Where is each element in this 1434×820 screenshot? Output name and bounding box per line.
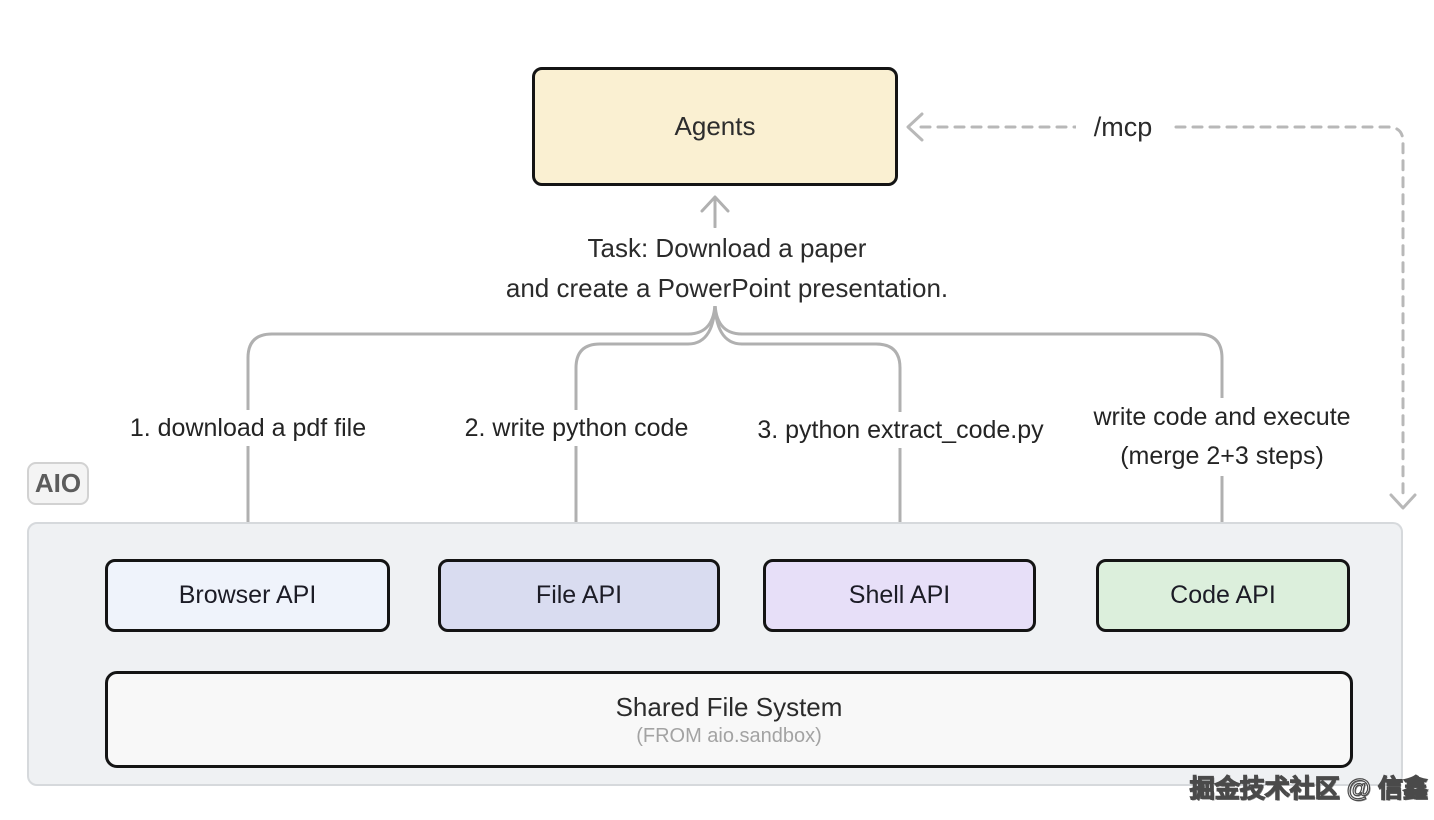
shell-api-node: Shell API (763, 559, 1036, 632)
aio-badge: AIO (27, 462, 89, 505)
shared-file-system-node: Shared File System (FROM aio.sandbox) (105, 671, 1353, 768)
file-api-node: File API (438, 559, 720, 632)
browser-api-label: Browser API (178, 581, 317, 609)
branch-label-4-line-1: write code and execute (1093, 403, 1351, 431)
branch-label-write-python: 2. write python code (433, 410, 720, 446)
branch-label-write-and-execute: write code and execute (merge 2+3 steps) (1062, 398, 1382, 476)
agents-node: Agents (532, 67, 898, 186)
mcp-endpoint-label: /mcp (1076, 109, 1170, 145)
up-arrowhead-icon (700, 195, 730, 213)
code-api-node: Code API (1096, 559, 1350, 632)
shared-fs-title: Shared File System (615, 691, 843, 722)
code-api-label: Code API (1170, 581, 1276, 609)
down-arrowhead-icon (1389, 493, 1417, 510)
browser-api-node: Browser API (105, 559, 390, 632)
task-line-1: Task: Download a paper (587, 233, 867, 263)
file-api-label: File API (535, 581, 623, 609)
task-description: Task: Download a paper and create a Powe… (400, 228, 1054, 306)
watermark: 掘金技术社区 @ 信鑫 (1189, 774, 1428, 803)
shared-fs-subtitle: (FROM aio.sandbox) (636, 724, 822, 747)
branch-label-4-line-2: (merge 2+3 steps) (1120, 442, 1324, 470)
branch-label-run-extract: 3. python extract_code.py (726, 412, 1075, 448)
task-line-2: and create a PowerPoint presentation. (505, 273, 949, 303)
agents-node-label: Agents (674, 111, 756, 141)
shell-api-label: Shell API (848, 581, 951, 609)
branch-label-download-pdf: 1. download a pdf file (98, 410, 398, 446)
left-arrowhead-icon (906, 112, 924, 142)
